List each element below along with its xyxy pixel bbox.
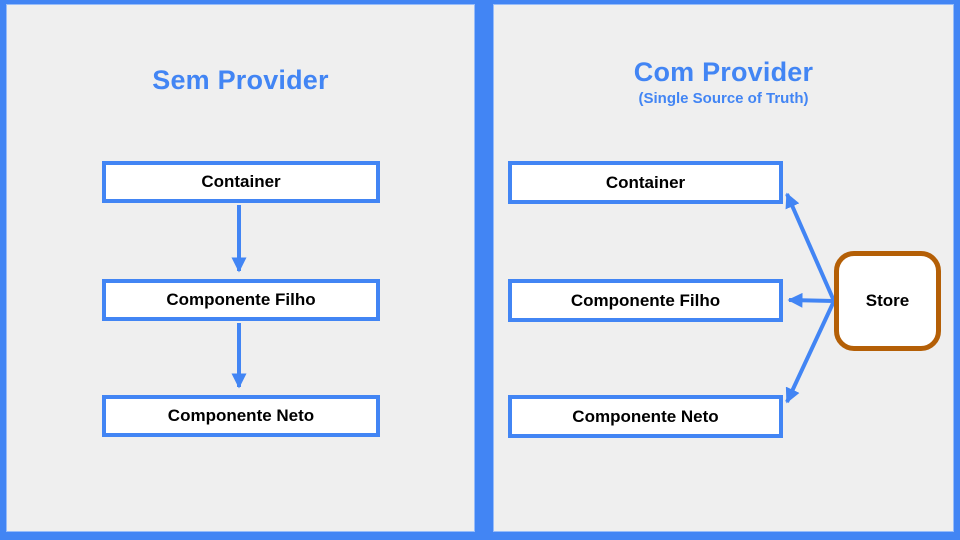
com-provider-subtitle: (Single Source of Truth) xyxy=(638,90,809,107)
sem-provider-title: Sem Provider xyxy=(152,65,329,95)
node-componente-neto-left: Componente Neto xyxy=(102,395,380,437)
node-componente-filho-left: Componente Filho xyxy=(102,279,380,321)
com-provider-title: Com Provider xyxy=(633,57,814,87)
panel-sem-provider: Sem Provider xyxy=(6,4,475,532)
node-container-left: Container xyxy=(102,161,380,203)
node-container-right: Container xyxy=(508,161,783,204)
node-store: Store xyxy=(834,251,941,351)
node-componente-neto-right: Componente Neto xyxy=(508,395,783,438)
node-componente-filho-right: Componente Filho xyxy=(508,279,783,322)
